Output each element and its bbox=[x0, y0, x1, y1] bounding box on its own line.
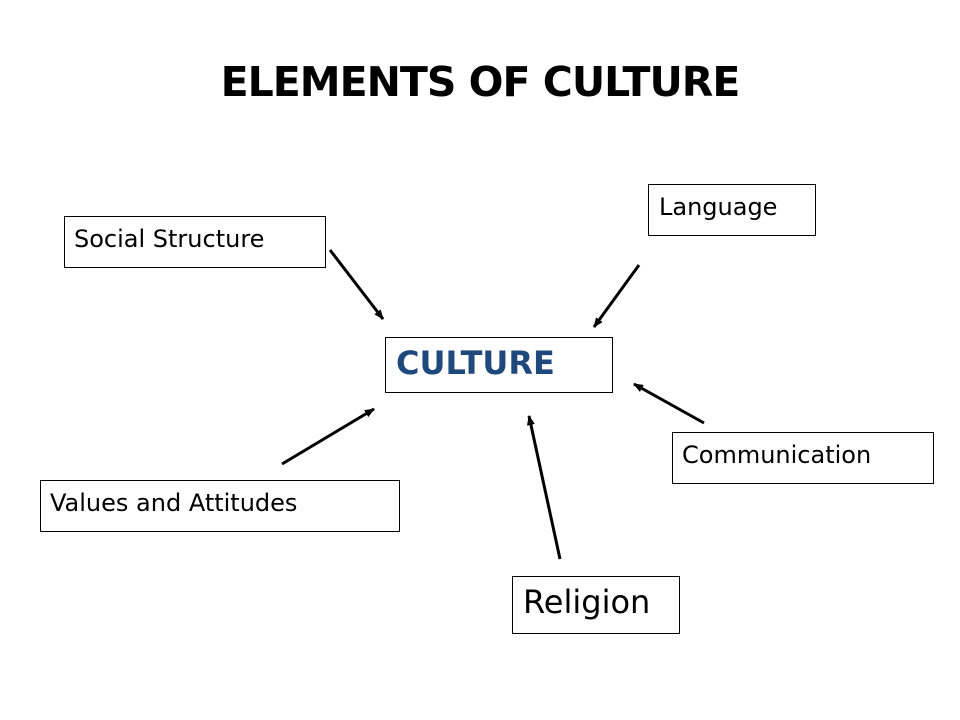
language-box: Language bbox=[648, 184, 816, 236]
language-label: Language bbox=[659, 193, 778, 221]
arrow-social-structure bbox=[328, 249, 385, 320]
arrow-values-and-attitudes bbox=[281, 407, 375, 466]
values-and-attitudes-box: Values and Attitudes bbox=[40, 480, 400, 532]
arrow-communication bbox=[633, 382, 705, 425]
culture-label: CULTURE bbox=[396, 344, 555, 382]
values-and-attitudes-label: Values and Attitudes bbox=[50, 489, 298, 517]
communication-box: Communication bbox=[672, 432, 934, 484]
arrow-language bbox=[592, 264, 641, 328]
social-structure-label: Social Structure bbox=[74, 225, 265, 253]
social-structure-box: Social Structure bbox=[64, 216, 326, 268]
communication-label: Communication bbox=[682, 441, 872, 469]
arrow-religion bbox=[526, 415, 562, 560]
religion-label: Religion bbox=[523, 583, 651, 621]
culture-box: CULTURE bbox=[385, 337, 613, 393]
slide-title: ELEMENTS OF CULTURE bbox=[220, 58, 741, 106]
religion-box: Religion bbox=[512, 576, 680, 634]
